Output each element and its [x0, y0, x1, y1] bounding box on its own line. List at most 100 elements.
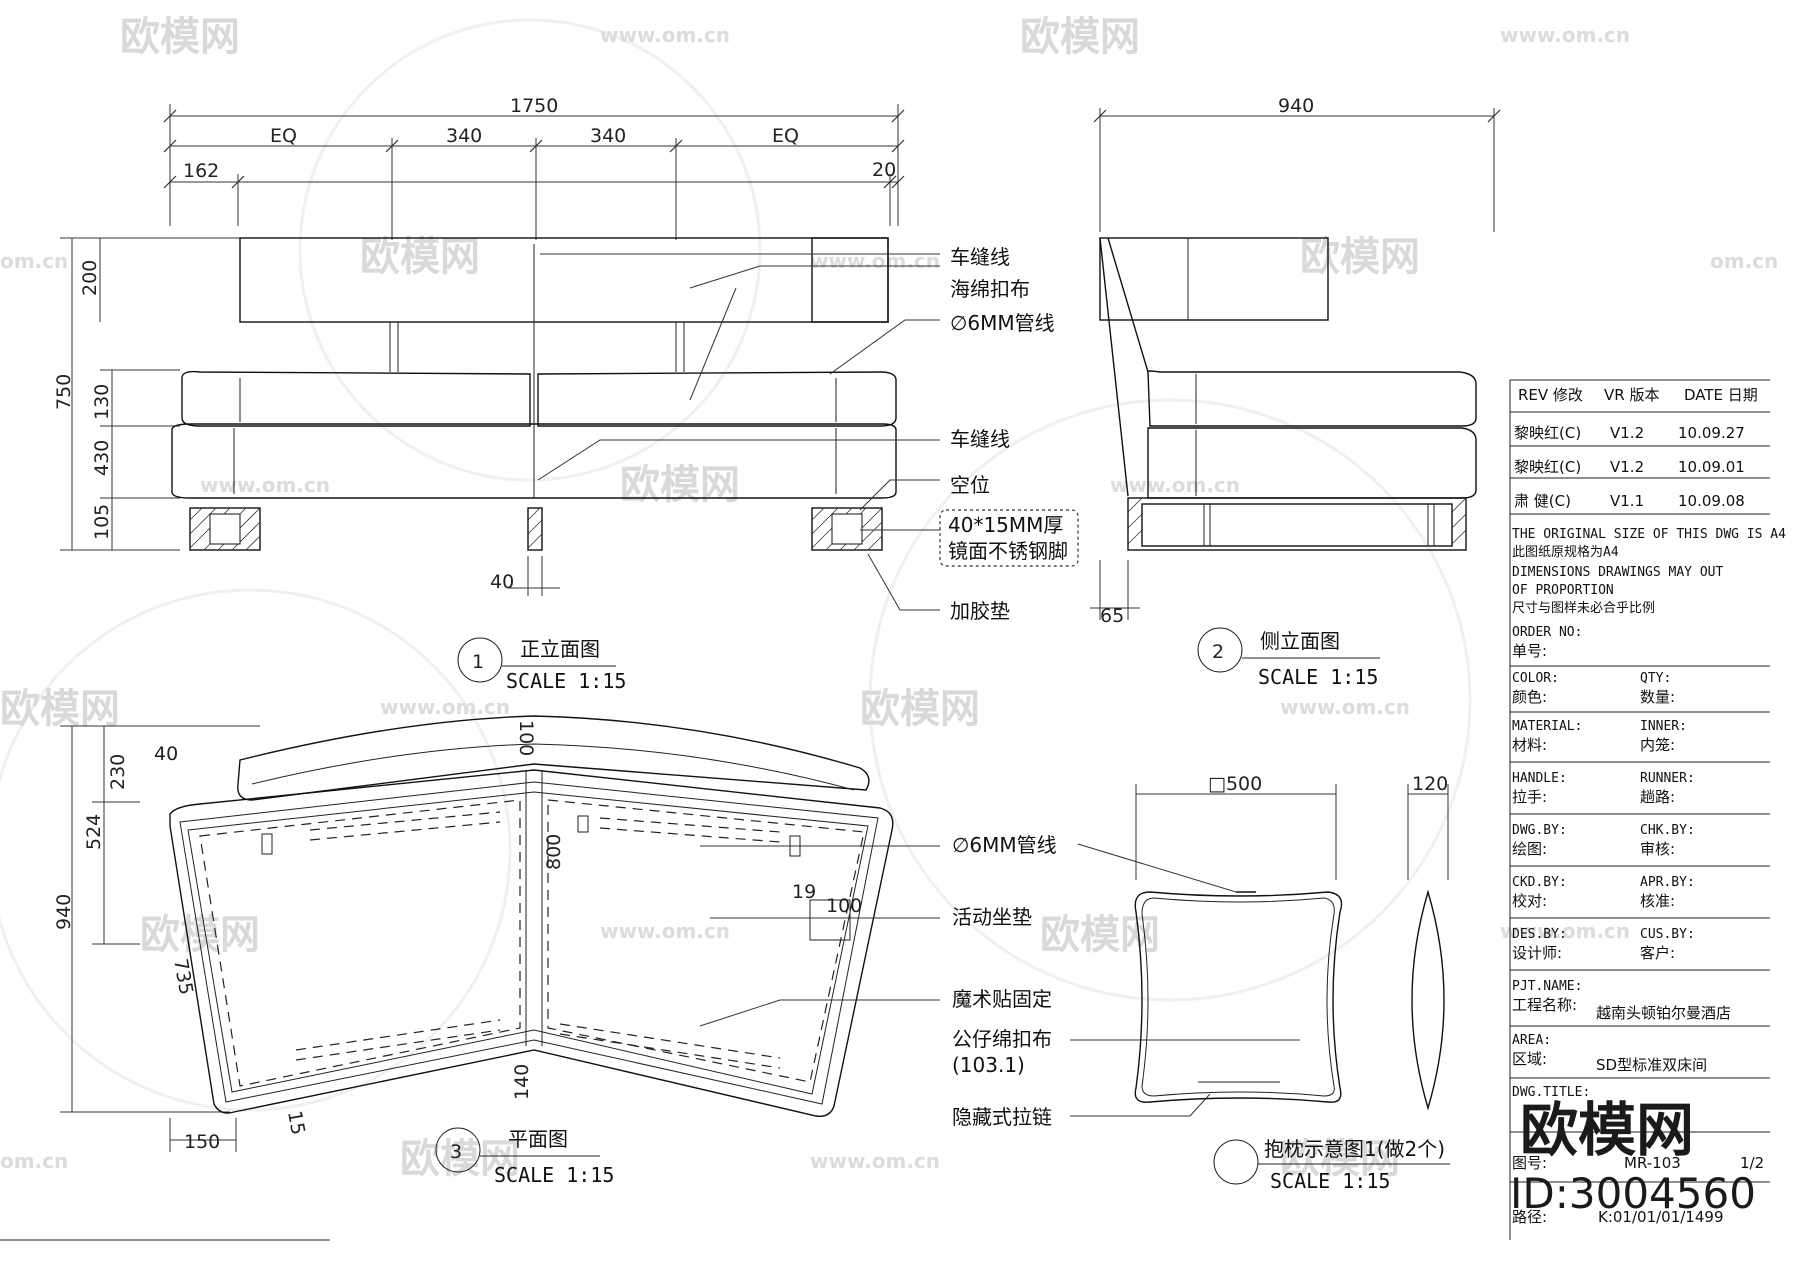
dim-pillow-thick: 120: [1412, 773, 1448, 795]
dim-eq-right: EQ: [772, 125, 799, 147]
title-block: REV 修改 VR 版本 DATE 日期 黎映红(C) V1.2 10.09.2…: [1509, 379, 1786, 1240]
rev-row-2-date: 10.09.01: [1678, 458, 1745, 476]
caption-number: 2: [1212, 641, 1224, 663]
field-row: DES.BY: 设计师: CUS.BY: 客户:: [1510, 927, 1770, 971]
dim-40-plan: 40: [154, 743, 178, 765]
watermark-brand: 欧模网: [140, 912, 260, 958]
order-no-zh: 单号:: [1512, 642, 1547, 660]
caption-number: 3: [450, 1141, 462, 1163]
dim-140: 140: [511, 1064, 533, 1100]
caption-title: 抱枕示意图1(做2个): [1264, 1137, 1445, 1161]
field-row: MATERIAL: 材料: INNER: 内笼:: [1510, 719, 1770, 763]
field-label: 材料:: [1512, 736, 1547, 754]
pjt-name-zh: 工程名称:: [1512, 996, 1577, 1014]
field-row: DWG.BY: 绘图: CHK.BY: 审核:: [1510, 823, 1770, 867]
dim-40: 40: [490, 571, 514, 593]
rev-header-3: DATE 日期: [1684, 386, 1758, 404]
field-label: 拉手:: [1512, 788, 1547, 806]
field-label: APR.BY:: [1640, 875, 1695, 890]
field-label: 内笼:: [1640, 736, 1675, 754]
dim-15: 15: [283, 1109, 309, 1137]
dwg-title-en: DWG.TITLE:: [1512, 1085, 1590, 1100]
front-elevation: 1750 EQ 340 340 EQ 162 20 200 750 130 43…: [53, 95, 1079, 693]
field-row: CKD.BY: 校对: APR.BY: 核准:: [1510, 875, 1770, 919]
dwg-no-zh: 图号:: [1512, 1154, 1547, 1172]
label-fabric-2: (103.1): [952, 1053, 1025, 1077]
watermark-url: www.om.cn: [200, 473, 330, 497]
field-label: INNER:: [1640, 719, 1687, 734]
field-label: HANDLE:: [1512, 771, 1567, 786]
dim-430: 430: [91, 440, 113, 476]
watermark-brand: 欧模网: [0, 686, 120, 732]
dim-19: 19: [792, 881, 816, 903]
dim-130: 130: [91, 384, 113, 420]
label-sponge: 海绵扣布: [950, 277, 1030, 301]
rev-header-2: VR 版本: [1604, 386, 1659, 404]
label-seam-mid: 车缝线: [950, 427, 1010, 451]
field-label: 核准:: [1640, 892, 1675, 910]
pjt-name-en: PJT.NAME:: [1512, 979, 1582, 994]
dim-100b: 100: [826, 895, 862, 917]
note-3: DIMENSIONS DRAWINGS MAY OUT: [1512, 565, 1723, 580]
watermark-big-brand: 欧模网: [1520, 1096, 1694, 1164]
caption-title: 侧立面图: [1260, 629, 1340, 653]
watermark-url: www.om.cn: [1500, 23, 1630, 47]
field-label: 客户:: [1640, 944, 1675, 962]
dim-100-plan: 100: [515, 720, 537, 756]
watermark-brand: 欧模网: [400, 1136, 520, 1182]
dim-940-side: 940: [1278, 95, 1314, 117]
dwg-no-value: MR-103: [1624, 1154, 1681, 1172]
field-label: DES.BY:: [1512, 927, 1567, 942]
watermark-url: om.cn: [0, 249, 68, 273]
caption-number: 1: [472, 651, 484, 673]
note-5: 尺寸与图样未必合乎比例: [1512, 601, 1655, 616]
watermark-url: www.om.cn: [810, 1149, 940, 1173]
area-zh: 区域:: [1512, 1050, 1547, 1068]
field-label: CHK.BY:: [1640, 823, 1695, 838]
field-label: CKD.BY:: [1512, 875, 1567, 890]
dim-150: 150: [184, 1131, 220, 1153]
plan-view: 940 230 524 40 735 100 800 19 100 140 15…: [53, 715, 1300, 1187]
field-label: 审核:: [1640, 840, 1675, 858]
field-row: HANDLE: 拉手: RUNNER: 趟路:: [1510, 771, 1770, 815]
dim-735: 735: [169, 957, 197, 997]
label-zipper: 隐藏式拉链: [952, 1105, 1052, 1129]
label-leg-spec-2: 镜面不锈钢脚: [948, 539, 1068, 563]
watermark-brand: 欧模网: [1280, 1136, 1400, 1182]
watermark-brand: 欧模网: [1020, 14, 1140, 60]
label-seam-top: 车缝线: [950, 245, 1010, 269]
sheet-number: 1/2: [1740, 1154, 1764, 1172]
field-label: 校对:: [1512, 892, 1547, 910]
pillow-view: □500 120 抱枕示意图1(做2个) SCALE 1:15: [1077, 773, 1450, 1193]
rev-row-2-name: 黎映红(C): [1514, 458, 1581, 476]
field-label: DWG.BY:: [1512, 823, 1567, 838]
dim-20: 20: [872, 159, 896, 181]
watermark-layer: 欧模网 www.om.cn 欧模网 www.om.cn 欧模网 欧模网 om.c…: [0, 14, 1778, 1182]
label-pipe-plan: ∅6MM管线: [952, 833, 1057, 857]
area-en: AREA:: [1512, 1033, 1551, 1048]
field-label: 设计师:: [1512, 944, 1562, 962]
dim-230: 230: [107, 754, 129, 790]
caption-scale: SCALE 1:15: [1270, 1169, 1390, 1193]
watermark-url: om.cn: [0, 1149, 68, 1173]
rev-row-1-date: 10.09.27: [1678, 424, 1745, 442]
watermark-brand: 欧模网: [120, 14, 240, 60]
dim-65: 65: [1100, 605, 1124, 627]
label-fabric-1: 公仔绵扣布: [952, 1027, 1052, 1051]
caption-scale: SCALE 1:15: [1258, 665, 1378, 689]
dim-340-left: 340: [446, 125, 482, 147]
caption-scale: SCALE 1:15: [494, 1163, 614, 1187]
dim-105: 105: [91, 504, 113, 540]
watermark-url: www.om.cn: [380, 695, 510, 719]
label-pipe: ∅6MM管线: [950, 311, 1055, 335]
label-velcro: 魔术贴固定: [952, 987, 1052, 1011]
dim-524: 524: [83, 814, 105, 850]
label-cushion: 活动坐垫: [952, 905, 1032, 929]
note-2: 此图纸原规格为A4: [1512, 544, 1619, 560]
side-elevation: 940 65 2 侧立面图 SCALE 1:15: [1090, 95, 1501, 689]
dim-800: 800: [543, 834, 565, 870]
field-label: 颜色:: [1512, 688, 1547, 706]
dim-340-right: 340: [590, 125, 626, 147]
path-zh: 路径:: [1512, 1208, 1547, 1226]
watermark-url: www.om.cn: [1280, 695, 1410, 719]
